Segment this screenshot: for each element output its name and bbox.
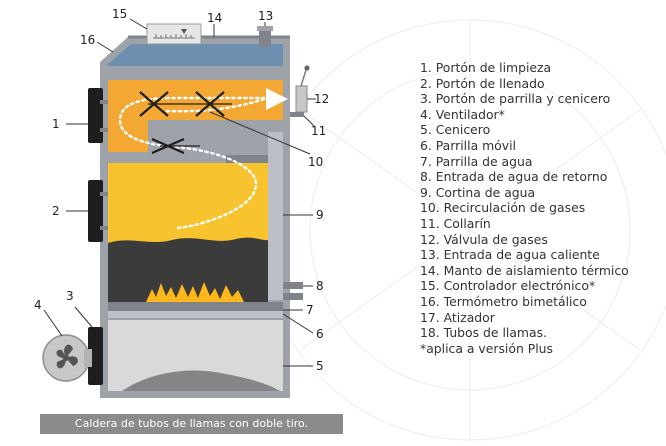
gas-valve-stem xyxy=(300,69,307,87)
water-grate xyxy=(108,302,283,311)
callout-number: 11 xyxy=(311,124,326,138)
legend-item: 16. Termómetro bimetálico xyxy=(420,293,587,309)
fuel-bed xyxy=(108,237,268,302)
return-water-inlet xyxy=(283,282,303,289)
gas-recirculation-turbulators xyxy=(139,91,232,155)
return-water-inlet-lower xyxy=(283,293,303,300)
legend-item: 4. Ventilador* xyxy=(420,106,505,122)
collar xyxy=(290,112,304,117)
fan-duct xyxy=(84,349,92,367)
door-hinge xyxy=(100,100,108,104)
flames xyxy=(146,282,244,302)
filling-door xyxy=(88,180,103,242)
leader-3 xyxy=(74,306,93,328)
legend-item: 17. Atizador xyxy=(420,309,495,325)
water-curtain xyxy=(268,132,283,300)
door-hinge xyxy=(100,192,108,196)
legend-item: 12. Válvula de gases xyxy=(420,231,548,247)
door-hinge xyxy=(100,226,108,230)
baffle-lower-tip xyxy=(226,155,268,163)
legend-item: 8. Entrada de agua de retorno xyxy=(420,169,608,185)
combustion-chamber xyxy=(108,163,268,243)
callout-number: 8 xyxy=(316,279,324,293)
callout-number: 1 xyxy=(52,117,60,131)
callout-number: 14 xyxy=(207,11,222,25)
callout-leaders xyxy=(43,18,316,367)
figure-caption: Caldera de tubos de llamas con doble tir… xyxy=(40,414,343,434)
leader-10 xyxy=(209,111,311,155)
ash-pile xyxy=(122,370,280,391)
boiler-top-cap xyxy=(107,44,283,66)
callout-number: 7 xyxy=(306,303,314,317)
electronic-controller xyxy=(146,23,202,45)
callout-number: 2 xyxy=(52,204,60,218)
leader-4 xyxy=(43,309,63,337)
legend-item: 14. Manto de aislamiento térmico xyxy=(420,262,629,278)
callout-number: 10 xyxy=(308,155,323,169)
door-hinge xyxy=(100,128,108,132)
fan-icon xyxy=(56,344,78,369)
callout-number: 3 xyxy=(66,289,74,303)
movable-grate xyxy=(108,311,283,318)
legend-item: 10. Recirculación de gases xyxy=(420,200,586,216)
gas-flow-arrow-icon xyxy=(266,88,288,110)
legend-item: 2. Portón de llenado xyxy=(420,75,545,91)
baffle-upper xyxy=(148,120,283,132)
legend-item: 7. Parrilla de agua xyxy=(420,153,533,169)
callout-number: 12 xyxy=(314,92,329,106)
callout-numbers: 1 2 3 4 5 6 7 8 9 10 11 12 13 14 15 16 xyxy=(34,7,329,373)
legend-item: 6. Parrilla móvil xyxy=(420,137,516,153)
legend-item: 11. Collarín xyxy=(420,215,491,231)
legend-item: 3. Portón de parrilla y cenicero xyxy=(420,91,611,107)
boiler xyxy=(42,23,310,398)
gas-channel-middle xyxy=(108,120,148,154)
leader-11 xyxy=(303,115,316,128)
leader-16 xyxy=(96,41,114,53)
legend-item: 5. Cenicero xyxy=(420,122,491,138)
legend-note: *aplica a versión Plus xyxy=(420,340,553,356)
gas-valve xyxy=(295,85,308,113)
hot-water-outlet-cap xyxy=(257,26,273,31)
grate-ash-door xyxy=(88,327,103,385)
gas-channel-upper xyxy=(108,80,283,120)
callout-number: 9 xyxy=(316,208,324,222)
gas-flow-path xyxy=(118,96,266,230)
leader-15 xyxy=(129,18,148,30)
cleaning-door xyxy=(88,88,103,143)
legend-item: 1. Portón de limpieza xyxy=(420,60,552,75)
callout-number: 6 xyxy=(316,327,324,341)
controller-pointer xyxy=(181,29,187,34)
callout-number: 13 xyxy=(258,9,273,23)
leader-6 xyxy=(282,313,314,334)
callout-number: 4 xyxy=(34,298,42,312)
gas-valve-knob xyxy=(304,65,310,71)
legend-item: 13. Entrada de agua caliente xyxy=(420,247,600,263)
callout-number: 5 xyxy=(316,359,324,373)
parts-legend: 1. Portón de limpieza 2. Portón de llena… xyxy=(420,60,629,356)
controller-scale xyxy=(153,34,195,39)
legend-item: 9. Cortina de agua xyxy=(420,184,536,200)
hot-water-outlet xyxy=(259,29,271,47)
legend-item: 15. Controlador electrónico* xyxy=(420,278,596,294)
callout-number: 16 xyxy=(80,33,95,47)
legend-item: 18. Tubos de llamas. xyxy=(420,325,547,341)
baffle-lower xyxy=(108,152,268,163)
callout-number: 15 xyxy=(112,7,127,21)
